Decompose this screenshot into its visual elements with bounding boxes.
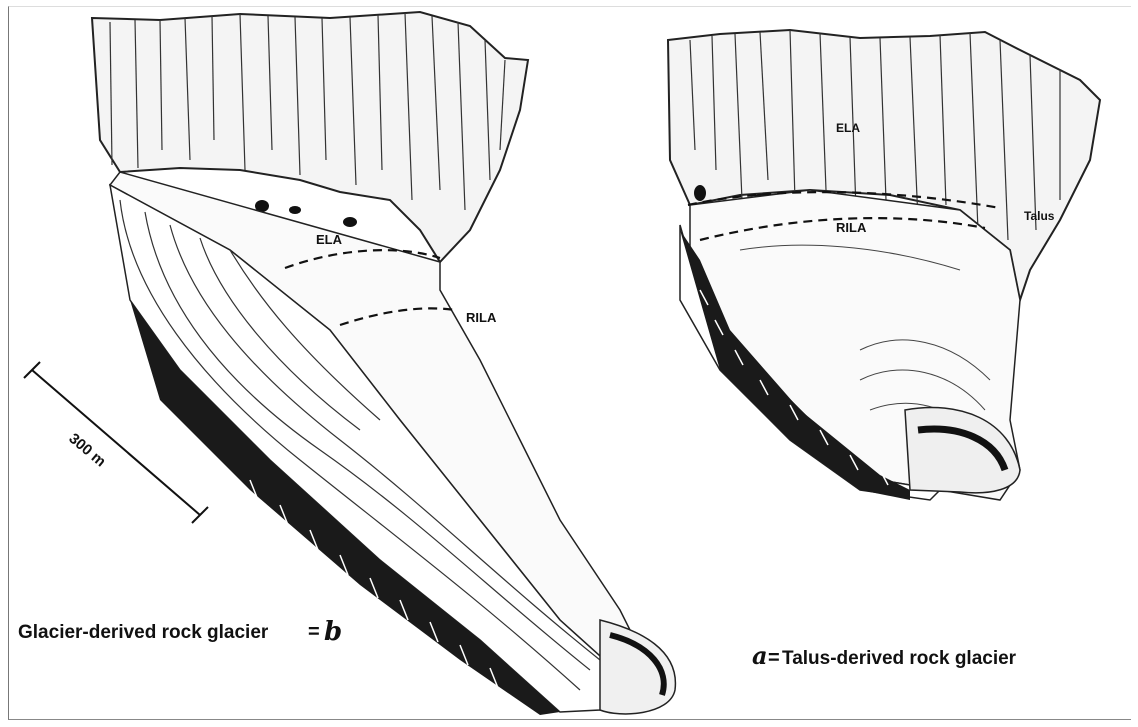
- right-caption-equals: =: [768, 647, 780, 669]
- right-caption: Talus-derived rock glacier: [782, 648, 1017, 669]
- right-rock-glacier: [668, 30, 1100, 500]
- right-rila-label: RILA: [836, 220, 867, 235]
- left-caption-equals: =: [308, 621, 320, 643]
- talus-label: Talus: [1024, 209, 1055, 223]
- scale-label: 300 m: [65, 430, 109, 470]
- left-ela-label: ELA: [316, 232, 343, 247]
- right-ela-label: ELA: [836, 121, 860, 135]
- right-caption-marker: a: [752, 641, 768, 670]
- left-rila-label: RILA: [466, 310, 497, 325]
- left-caption: Glacier-derived rock glacier: [18, 622, 269, 643]
- left-caption-marker: b: [324, 617, 342, 647]
- left-rock-glacier: [24, 12, 675, 715]
